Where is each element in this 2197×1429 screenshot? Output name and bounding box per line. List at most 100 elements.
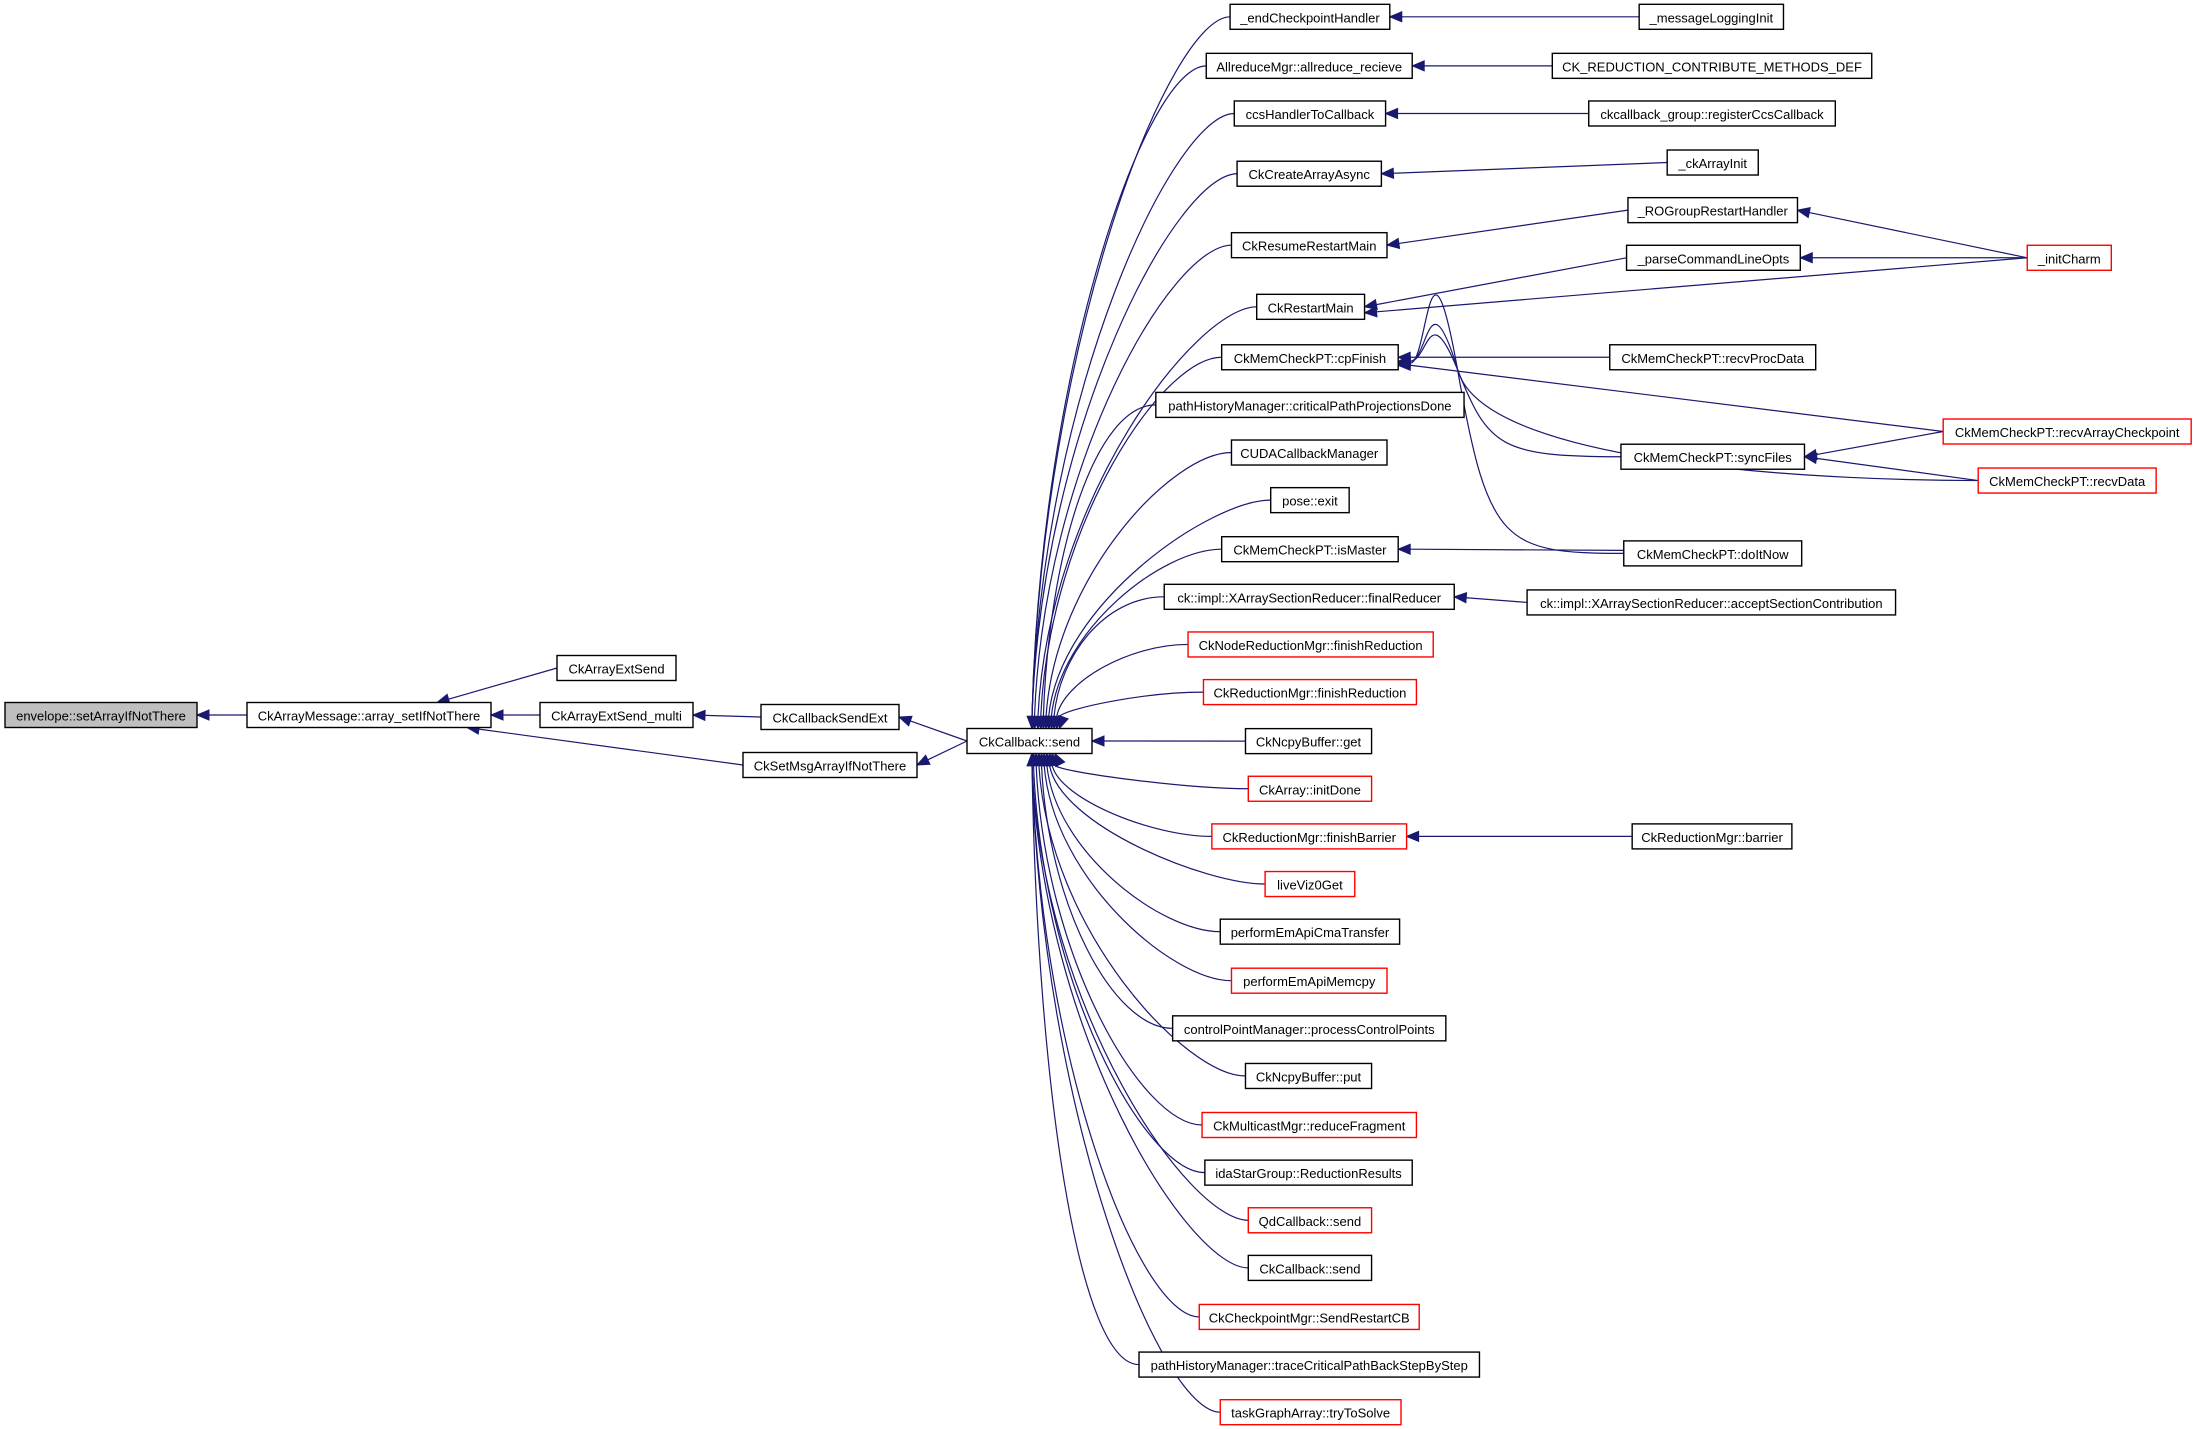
node-box[interactable] <box>1187 631 1434 658</box>
node-box[interactable] <box>4 701 198 729</box>
graph-node-truncated[interactable]: _initCharm <box>2026 244 2113 271</box>
graph-node[interactable]: CkReductionMgr::barrier <box>1631 823 1793 850</box>
node-box[interactable] <box>1155 391 1465 419</box>
node-box[interactable] <box>1138 1351 1481 1378</box>
node-box[interactable] <box>1198 1303 1420 1331</box>
node-box[interactable] <box>1229 3 1391 31</box>
graph-node[interactable]: idaStarGroup::ReductionResults <box>1204 1159 1413 1186</box>
node-box[interactable] <box>1220 344 1399 371</box>
graph-node[interactable]: CkCreateArrayAsync <box>1236 160 1383 187</box>
graph-node-truncated[interactable]: QdCallback::send <box>1247 1207 1373 1234</box>
graph-node[interactable]: pathHistoryManager::traceCriticalPathBac… <box>1138 1351 1481 1378</box>
node-box[interactable] <box>1219 918 1401 945</box>
graph-node[interactable]: CkCallback::send <box>1247 1254 1373 1282</box>
node-box[interactable] <box>1638 3 1785 31</box>
graph-node[interactable]: CkMemCheckPT::recvProcData <box>1609 344 1817 371</box>
graph-node[interactable]: CkCallback::send <box>966 727 1093 755</box>
node-box[interactable] <box>1588 100 1837 127</box>
node-box[interactable] <box>1977 467 2157 494</box>
node-box[interactable] <box>1620 443 1806 470</box>
graph-node[interactable]: CkArrayMessage::array_setIfNotThere <box>246 701 492 729</box>
graph-node[interactable]: _endCheckpointHandler <box>1229 3 1391 31</box>
node-box[interactable] <box>1244 1062 1373 1090</box>
node-box[interactable] <box>1236 160 1383 187</box>
node-box[interactable] <box>1247 775 1373 802</box>
graph-node[interactable]: _messageLoggingInit <box>1638 3 1785 31</box>
node-box[interactable] <box>1609 344 1817 371</box>
node-box[interactable] <box>1247 1207 1373 1234</box>
node-box[interactable] <box>1219 1399 1402 1426</box>
graph-node[interactable]: ck::impl::XArraySectionReducer::finalRed… <box>1163 583 1455 611</box>
node-box[interactable] <box>2026 244 2113 271</box>
graph-node-truncated[interactable]: CkReductionMgr::finishReduction <box>1202 678 1418 706</box>
graph-node[interactable]: CkResumeRestartMain <box>1230 231 1388 259</box>
node-box[interactable] <box>1230 439 1388 466</box>
graph-node-truncated[interactable]: CkReductionMgr::finishBarrier <box>1211 823 1408 850</box>
node-box[interactable] <box>1264 870 1356 898</box>
graph-node-truncated[interactable]: CkMulticastMgr::reduceFragment <box>1201 1111 1418 1139</box>
node-box[interactable] <box>1230 967 1388 994</box>
graph-node-truncated[interactable]: CkMemCheckPT::recvArrayCheckpoint <box>1942 418 2192 445</box>
node-box[interactable] <box>1233 100 1387 127</box>
graph-node-truncated[interactable]: performEmApiMemcpy <box>1230 967 1388 994</box>
graph-node[interactable]: pathHistoryManager::criticalPathProjecti… <box>1155 391 1465 419</box>
graph-node[interactable]: controlPointManager::processControlPoint… <box>1171 1015 1447 1042</box>
node-box[interactable] <box>1666 149 1759 176</box>
node-box[interactable] <box>1205 52 1413 80</box>
graph-node[interactable]: ckcallback_group::registerCcsCallback <box>1588 100 1837 127</box>
graph-node-truncated[interactable]: CkCheckpointMgr::SendRestartCB <box>1198 1303 1420 1331</box>
graph-node-truncated[interactable]: CkNodeReductionMgr::finishReduction <box>1187 631 1434 658</box>
node-box[interactable] <box>1202 678 1418 706</box>
node-box[interactable] <box>1625 244 1801 271</box>
focus-node[interactable]: envelope::setArrayIfNotThere <box>4 701 198 729</box>
graph-node[interactable]: ccsHandlerToCallback <box>1233 100 1387 127</box>
node-box[interactable] <box>539 701 694 729</box>
graph-node[interactable]: CUDACallbackManager <box>1230 439 1388 466</box>
graph-node[interactable]: _ckArrayInit <box>1666 149 1759 176</box>
node-box[interactable] <box>742 751 918 779</box>
node-box[interactable] <box>1230 231 1388 259</box>
node-box[interactable] <box>1942 418 2192 445</box>
graph-node[interactable]: CkArrayExtSend <box>556 654 677 682</box>
graph-node[interactable]: CkCallbackSendExt <box>760 703 900 731</box>
node-box[interactable] <box>1551 52 1873 80</box>
node-box[interactable] <box>246 701 492 729</box>
graph-node[interactable]: pose::exit <box>1270 486 1350 514</box>
graph-node[interactable]: CkNcpyBuffer::put <box>1244 1062 1373 1090</box>
node-box[interactable] <box>1244 727 1373 755</box>
node-box[interactable] <box>1270 486 1350 514</box>
graph-node[interactable]: CkNcpyBuffer::get <box>1244 727 1373 755</box>
node-box[interactable] <box>1163 583 1455 611</box>
graph-node[interactable]: _parseCommandLineOpts <box>1625 244 1801 271</box>
graph-node[interactable]: CkArrayExtSend_multi <box>539 701 694 729</box>
graph-node[interactable]: CkMemCheckPT::cpFinish <box>1220 344 1399 371</box>
graph-node[interactable]: CkMemCheckPT::isMaster <box>1220 535 1399 563</box>
node-box[interactable] <box>1631 823 1793 850</box>
graph-node-truncated[interactable]: taskGraphArray::tryToSolve <box>1219 1399 1402 1426</box>
graph-node[interactable]: ck::impl::XArraySectionReducer::acceptSe… <box>1526 589 1897 616</box>
graph-node[interactable]: _ROGroupRestartHandler <box>1627 196 1799 224</box>
node-box[interactable] <box>1220 535 1399 563</box>
graph-node-truncated[interactable]: liveViz0Get <box>1264 870 1356 898</box>
node-box[interactable] <box>1627 196 1799 224</box>
node-box[interactable] <box>1211 823 1408 850</box>
node-box[interactable] <box>1204 1159 1413 1186</box>
graph-node-truncated[interactable]: CkMemCheckPT::recvData <box>1977 467 2157 494</box>
node-box[interactable] <box>1255 293 1366 321</box>
node-box[interactable] <box>760 703 900 731</box>
graph-node[interactable]: CkMemCheckPT::doItNow <box>1623 540 1803 567</box>
node-box[interactable] <box>1171 1015 1447 1042</box>
node-box[interactable] <box>966 727 1093 755</box>
graph-node[interactable]: CkMemCheckPT::syncFiles <box>1620 443 1806 470</box>
node-box[interactable] <box>1201 1111 1418 1139</box>
node-box[interactable] <box>1623 540 1803 567</box>
graph-node[interactable]: performEmApiCmaTransfer <box>1219 918 1401 945</box>
graph-node[interactable]: CkRestartMain <box>1255 293 1366 321</box>
node-box[interactable] <box>1247 1254 1373 1282</box>
graph-node-truncated[interactable]: CkArray::initDone <box>1247 775 1373 802</box>
node-box[interactable] <box>1526 589 1897 616</box>
graph-node[interactable]: CK_REDUCTION_CONTRIBUTE_METHODS_DEF <box>1551 52 1873 80</box>
graph-node[interactable]: CkSetMsgArrayIfNotThere <box>742 751 918 779</box>
graph-node[interactable]: AllreduceMgr::allreduce_recieve <box>1205 52 1413 80</box>
node-box[interactable] <box>556 654 677 682</box>
